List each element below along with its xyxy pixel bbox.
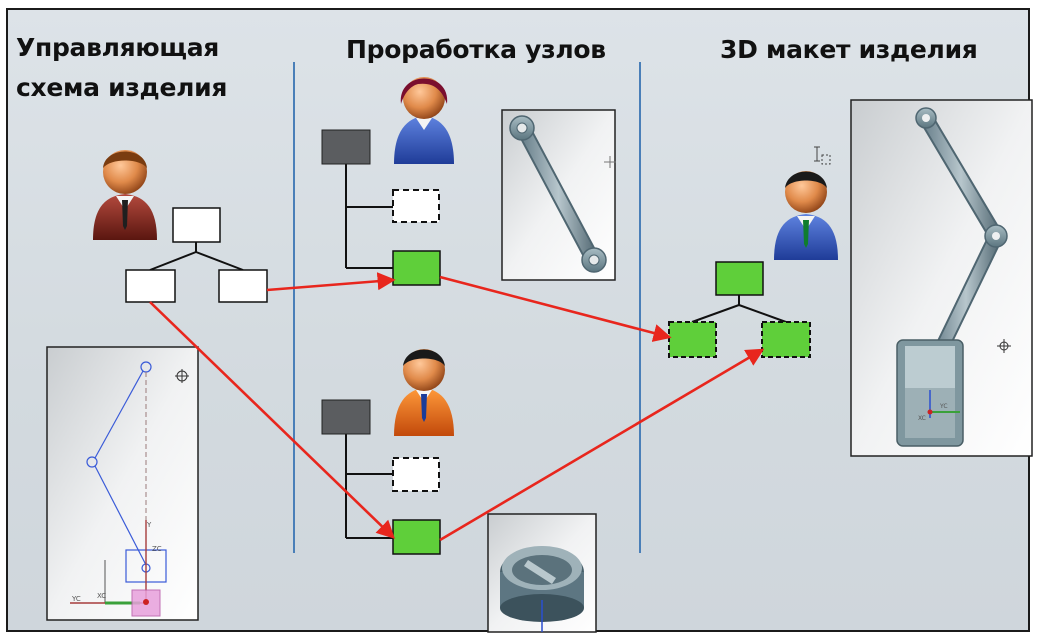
layout-node-right — [761, 321, 811, 358]
node-tree-top — [321, 129, 441, 286]
heading-control-scheme-line2: схема изделия — [16, 73, 228, 102]
scheme-node-root — [172, 207, 221, 243]
scheme-node-right — [218, 269, 268, 303]
sketch-axis-label: XC — [97, 592, 106, 600]
layout-tree — [668, 261, 811, 358]
layout-node-root — [715, 261, 764, 296]
wrench-thumbnail — [501, 109, 616, 281]
node-green-top — [392, 250, 441, 286]
cursor-icon — [814, 146, 831, 165]
control-scheme-tree — [125, 207, 268, 303]
layout-node-left — [668, 321, 717, 358]
arrow-scheme-to-top-node — [266, 272, 396, 292]
crosshair-icon — [175, 369, 189, 383]
node-gray-top — [321, 129, 371, 165]
assembly-axis-label: YC — [939, 403, 948, 410]
heading-3d-layout: 3D макет изделия — [720, 35, 978, 64]
node-tree-bottom — [321, 399, 441, 555]
assembly-axis-label: XC — [918, 415, 926, 422]
node-gray-bottom — [321, 399, 371, 435]
crosshair-icon — [604, 156, 616, 168]
sketch-axis-label: YC — [71, 595, 81, 603]
heading-node-development: Проработка узлов — [346, 35, 606, 64]
crosshair-icon — [997, 339, 1011, 353]
cylinder-thumbnail — [487, 513, 597, 633]
scheme-node-left — [125, 269, 176, 303]
connection-arrows — [149, 272, 765, 542]
arrow-bottom-node-to-layout-right — [439, 348, 765, 542]
user-orange-suit-icon — [394, 349, 454, 436]
user-brown-suit-icon — [93, 150, 157, 240]
user-blue-suit-icon — [774, 171, 838, 260]
assembly-thumbnail: YC XC — [850, 99, 1033, 457]
arrow-top-node-to-layout-left — [439, 275, 672, 342]
node-dashed-bottom — [392, 457, 440, 492]
user-blue-suit-woman-icon — [394, 77, 454, 164]
node-dashed-top — [392, 189, 440, 223]
sketch-thumbnail: ZC Y YC XC — [46, 346, 199, 621]
heading-control-scheme-line1: Управляющая — [16, 33, 220, 62]
node-green-bottom — [392, 519, 441, 555]
arrow-scheme-to-bottom-node — [149, 301, 395, 539]
sketch-axis-label: ZC — [152, 545, 162, 553]
sketch-axis-label: Y — [146, 521, 152, 529]
